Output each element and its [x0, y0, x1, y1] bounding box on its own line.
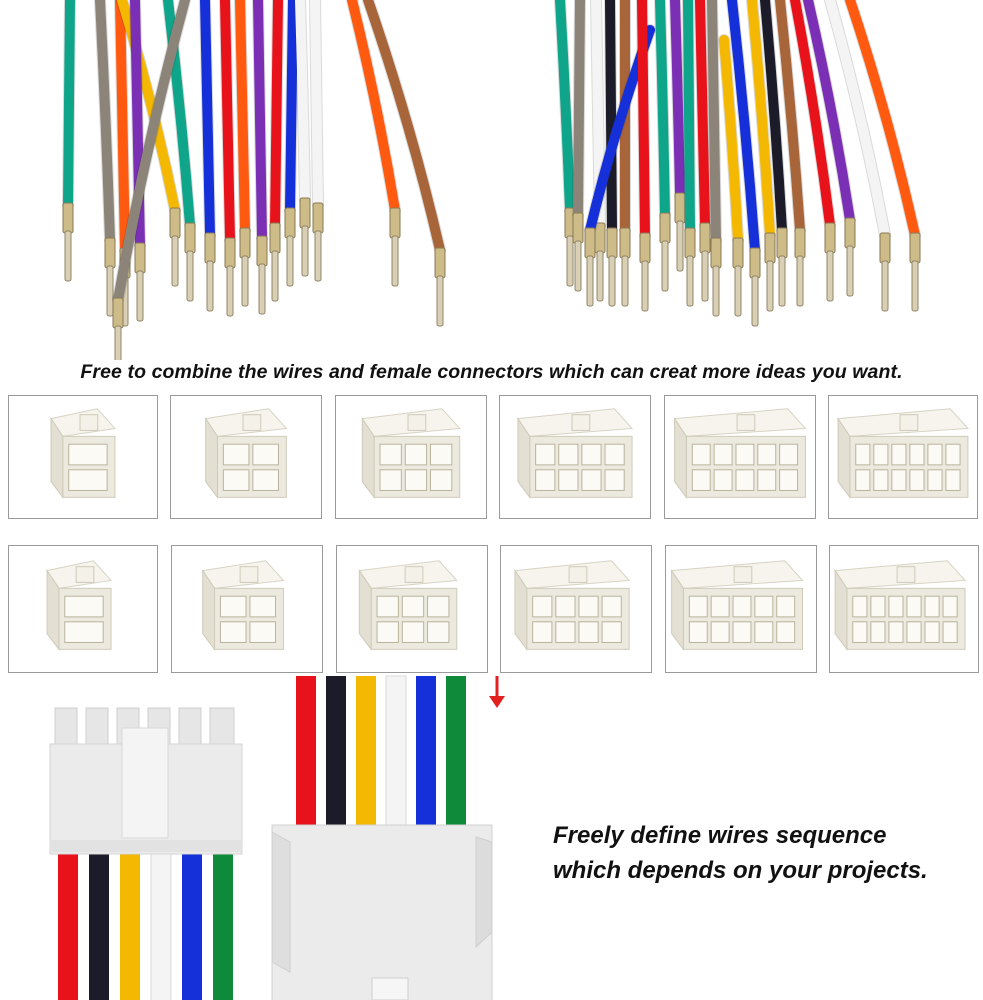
connector-cell-4-pin-angled — [171, 545, 323, 673]
connector-housing-12-pin-angled — [834, 560, 967, 651]
connector-cell-6-pin-angled — [336, 545, 488, 673]
connector-wires-below — [58, 851, 233, 1000]
connector-cell-12-pin — [828, 395, 978, 519]
connector-housing-6-pin-angled — [358, 560, 458, 651]
connector-housing-grid — [0, 393, 983, 678]
connector-cell-8-pin-angled — [500, 545, 652, 673]
connector-cell-8-pin — [499, 395, 651, 519]
connector-housing-10-pin-angled — [670, 560, 804, 651]
connector-housing-6-pin — [361, 408, 461, 499]
bottom-caption-line-1: Freely define wires sequence — [553, 822, 887, 849]
connector-side-view — [49, 707, 243, 1000]
connector-receiving-wires — [271, 675, 493, 1000]
insert-direction-arrow — [489, 676, 505, 708]
connector-housing-8-pin — [517, 408, 634, 499]
connector-cell-12-pin-angled — [829, 545, 979, 673]
connector-cell-10-pin — [664, 395, 816, 519]
bottom-caption-line-2: which depends on your projects. — [553, 857, 928, 884]
connector-housing-10-pin — [673, 408, 807, 499]
connector-housing-2-pin-angled — [46, 560, 113, 651]
connector-housing-4-pin-angled — [201, 560, 285, 651]
connector-housing-2-pin — [50, 408, 116, 499]
wire-sequence-diagram — [49, 675, 505, 1000]
connector-cell-10-pin-angled — [665, 545, 817, 673]
wire-bundle-left — [62, 0, 446, 360]
wires-entering-connector — [296, 675, 466, 829]
connector-cell-6-pin — [335, 395, 487, 519]
connector-housing-8-pin-angled — [514, 560, 631, 651]
top-caption: Free to combine the wires and female con… — [80, 361, 903, 383]
bottom-caption: Freely define wires sequence which depen… — [553, 818, 983, 888]
connector-cell-2-pin-angled — [8, 545, 158, 673]
connector-housing-4-pin — [204, 408, 288, 499]
connector-cell-4-pin — [170, 395, 322, 519]
connector-body-right — [271, 824, 493, 1000]
connector-cell-2-pin — [8, 395, 158, 519]
wire-bundle-right — [554, 0, 921, 327]
wires-with-terminals-photo — [62, 0, 921, 360]
connector-housing-12-pin — [837, 408, 969, 499]
connector-latch-left — [121, 727, 169, 839]
